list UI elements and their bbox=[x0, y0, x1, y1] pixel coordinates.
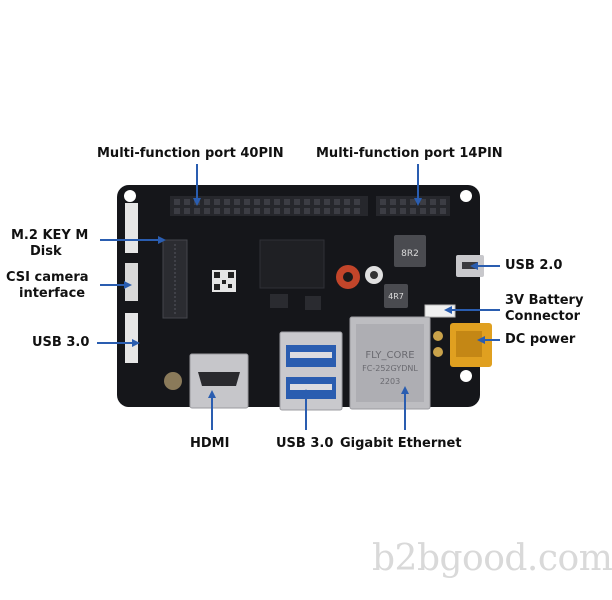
label-battery-line2: Connector bbox=[505, 309, 581, 324]
callout-arrows bbox=[97, 164, 500, 430]
mount-hole bbox=[124, 190, 136, 202]
label-csi-line2: interface bbox=[19, 286, 86, 301]
soc-chip bbox=[259, 239, 325, 289]
label-usb30-bottom: USB 3.0 bbox=[276, 436, 334, 451]
qr-pattern bbox=[214, 272, 234, 290]
inductor-2-text: 4R7 bbox=[388, 292, 404, 301]
csi-connector bbox=[125, 263, 138, 301]
mount-standoff bbox=[164, 372, 182, 390]
label-m2-line2: Disk bbox=[30, 244, 62, 259]
mount-hole bbox=[460, 190, 472, 202]
ethernet-brand: FLY_CORE bbox=[365, 350, 414, 361]
ethernet-model: FC-252GYDNL bbox=[362, 364, 418, 373]
inductor-1-text: 8R2 bbox=[401, 249, 419, 259]
m2-connector-left bbox=[125, 203, 138, 253]
label-battery-line1: 3V Battery bbox=[505, 293, 584, 308]
chip-small bbox=[270, 294, 288, 308]
chip-small bbox=[305, 296, 321, 310]
label-battery: 3V Battery Connector bbox=[505, 293, 583, 325]
label-m2-line1: M.2 KEY M bbox=[11, 228, 89, 243]
header-14pin bbox=[376, 196, 450, 216]
label-40pin: Multi-function port 40PIN bbox=[97, 146, 284, 161]
label-14pin: Multi-function port 14PIN bbox=[316, 146, 503, 161]
label-csi: CSI camera interface bbox=[6, 270, 89, 302]
label-usb30-left: USB 3.0 bbox=[32, 335, 90, 350]
watermark: b2bgood.com bbox=[372, 538, 612, 579]
label-hdmi: HDMI bbox=[190, 436, 230, 451]
label-m2: M.2 KEY M Disk bbox=[11, 228, 88, 260]
m2-slot bbox=[162, 239, 188, 319]
label-dc-power: DC power bbox=[505, 332, 576, 347]
mount-hole bbox=[460, 370, 472, 382]
label-csi-line1: CSI camera bbox=[6, 270, 89, 285]
label-ethernet: Gigabit Ethernet bbox=[340, 436, 462, 451]
inductor-2 bbox=[384, 284, 408, 308]
header-40pin bbox=[170, 196, 368, 216]
ethernet-code: 2203 bbox=[380, 377, 400, 386]
fpc-connector bbox=[125, 313, 138, 363]
label-usb20: USB 2.0 bbox=[505, 258, 563, 273]
inductor-1 bbox=[394, 235, 426, 267]
